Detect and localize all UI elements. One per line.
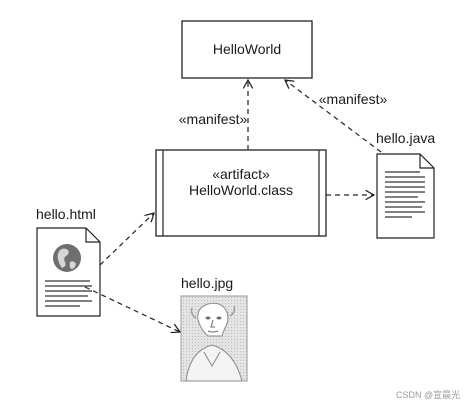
artifact-box — [155, 149, 327, 237]
portrait-image-icon — [180, 295, 248, 382]
hello-html-label: hello.html — [36, 206, 96, 222]
helloworld-box — [181, 20, 313, 79]
hello-jpg-label: hello.jpg — [181, 275, 234, 291]
globe-icon — [53, 244, 81, 272]
hello-html-document-icon — [36, 227, 101, 317]
watermark-text: CSDN @宣晨光 — [396, 390, 461, 400]
dependency-edge-html-to-artifact — [99, 213, 154, 266]
manifest-label-left: «manifest» — [178, 111, 248, 127]
helloworld-label: HelloWorld — [212, 41, 282, 57]
artifact-name: HelloWorld.class — [189, 182, 293, 198]
hello-java-label: hello.java — [376, 130, 436, 146]
artifact-stereotype: «artifact» — [212, 166, 270, 182]
hello-java-document-icon — [376, 153, 435, 239]
manifest-edge-java-to-helloworld — [285, 80, 382, 153]
manifest-label-right: «manifest» — [318, 91, 388, 107]
